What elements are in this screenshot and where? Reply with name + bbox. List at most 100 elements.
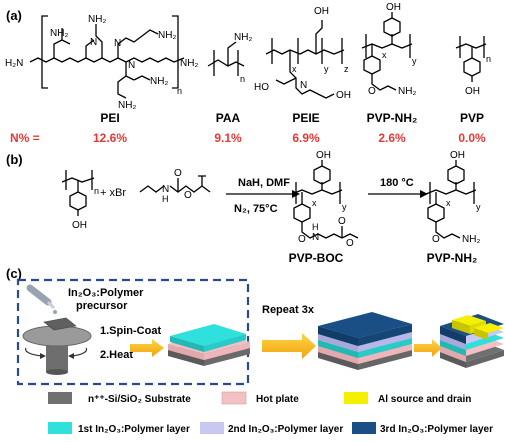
spin-coater bbox=[22, 317, 92, 375]
legend-label: Hot plate bbox=[256, 394, 299, 405]
legend-label: 3rd In₂O₃:Polymer layer bbox=[380, 424, 493, 435]
svg-text:NH₂: NH₂ bbox=[158, 30, 176, 41]
svg-text:NH₂: NH₂ bbox=[180, 58, 198, 69]
svg-text:N: N bbox=[312, 232, 319, 243]
stack-2 bbox=[318, 312, 412, 370]
arrow-icon bbox=[130, 339, 164, 357]
svg-text:z: z bbox=[344, 64, 349, 74]
svg-text:N: N bbox=[90, 37, 97, 48]
svg-text:NH₂: NH₂ bbox=[118, 100, 136, 111]
product-2-name: PVP-NH₂ bbox=[427, 251, 478, 265]
pei-labels: H₂N NH₂ NH₂ N N NH₂ N NH₂ NH₂ NH₂ n bbox=[5, 14, 198, 111]
legend: n⁺⁺-Si/SiO₂ Substrate Hot plate Al sourc… bbox=[48, 391, 493, 435]
svg-text:OH: OH bbox=[386, 2, 401, 13]
precursor-label: precursor bbox=[76, 300, 128, 312]
svg-text:n: n bbox=[240, 74, 245, 84]
svg-text:y: y bbox=[412, 56, 417, 66]
legend-swatch bbox=[48, 422, 72, 434]
step-1: 1.Spin-Coat bbox=[100, 325, 161, 337]
condition-2: N₂, 75°C bbox=[234, 203, 278, 215]
n-percent-value: 2.6% bbox=[378, 131, 406, 145]
svg-text:OH: OH bbox=[72, 220, 87, 231]
svg-text:NH₂: NH₂ bbox=[50, 28, 68, 39]
svg-text:NH₂: NH₂ bbox=[234, 32, 252, 43]
pvp-nh2-product-structure bbox=[425, 160, 477, 239]
svg-text:OH: OH bbox=[336, 90, 351, 101]
stack-3 bbox=[440, 314, 504, 368]
polymer-name: PVP-NH₂ bbox=[367, 111, 418, 125]
pvp-boc-structure bbox=[291, 160, 359, 239]
polymer-name: PEI bbox=[100, 111, 119, 125]
boc-reagent-structure bbox=[139, 175, 211, 193]
pvp-structure bbox=[455, 36, 487, 82]
condition-1: NaH, DMF bbox=[238, 177, 290, 189]
legend-label: Al source and drain bbox=[378, 394, 471, 405]
svg-text:O: O bbox=[368, 86, 376, 97]
svg-text:H: H bbox=[312, 222, 319, 232]
svg-text:OH: OH bbox=[316, 150, 331, 161]
svg-text:x: x bbox=[382, 50, 387, 60]
n-percent-value: 0.0% bbox=[458, 131, 486, 145]
process-box bbox=[16, 278, 250, 386]
legend-swatch bbox=[200, 422, 224, 434]
panel-c: (c) In₂O₃:Polymer precursor 1.Spin-Coat … bbox=[6, 266, 504, 386]
stack-1 bbox=[168, 324, 250, 366]
svg-text:N: N bbox=[128, 60, 135, 71]
n-percent-value: 6.9% bbox=[292, 131, 320, 145]
n-percent-label: N% = bbox=[10, 131, 40, 145]
svg-text:O: O bbox=[346, 238, 354, 249]
legend-swatch bbox=[48, 392, 72, 404]
svg-text:N: N bbox=[300, 80, 307, 91]
repeat-label: Repeat 3x bbox=[262, 304, 315, 316]
svg-text:x: x bbox=[292, 64, 297, 74]
panel-b: (b) n OH + xBr H N O O NaH, DMF N₂, 75°C bbox=[6, 150, 481, 265]
svg-text:NH₂: NH₂ bbox=[88, 14, 106, 25]
panel-c-label: (c) bbox=[6, 266, 22, 281]
legend-label: 1st In₂O₃:Polymer layer bbox=[78, 424, 190, 435]
svg-text:O: O bbox=[184, 190, 192, 201]
svg-text:NH₂: NH₂ bbox=[398, 86, 416, 97]
svg-text:n: n bbox=[177, 86, 182, 96]
pei-structure bbox=[29, 15, 185, 99]
svg-text:y: y bbox=[324, 64, 329, 74]
panel-b-label: (b) bbox=[6, 152, 23, 167]
svg-text:x: x bbox=[446, 198, 451, 208]
svg-text:y: y bbox=[342, 202, 347, 212]
legend-swatch bbox=[221, 391, 247, 405]
pvp-monomer-structure bbox=[61, 170, 95, 216]
panel-a: (a) H₂N NH₂ NH₂ N N NH₂ N NH₂ NH₂ N bbox=[5, 2, 491, 145]
arrow-icon bbox=[414, 339, 442, 357]
n-percent-value: 12.6% bbox=[93, 131, 127, 145]
svg-text:x: x bbox=[312, 198, 317, 208]
svg-text:OH: OH bbox=[465, 86, 480, 97]
step-2: 2.Heat bbox=[100, 349, 133, 361]
legend-swatch bbox=[352, 422, 376, 434]
n-percent-value: 9.1% bbox=[214, 131, 242, 145]
svg-text:y: y bbox=[476, 202, 481, 212]
legend-label: 2nd In₂O₃:Polymer layer bbox=[228, 424, 343, 435]
svg-text:H₂N: H₂N bbox=[5, 58, 23, 69]
legend-label: n⁺⁺-Si/SiO₂ Substrate bbox=[88, 394, 191, 405]
svg-text:n: n bbox=[94, 186, 99, 196]
product-1-name: PVP-BOC bbox=[289, 251, 344, 265]
polymer-name: PEIE bbox=[292, 111, 319, 125]
polymer-name: PVP bbox=[460, 111, 484, 125]
arrow-icon bbox=[262, 333, 316, 359]
dropper-icon bbox=[26, 284, 57, 314]
panel-a-label: (a) bbox=[6, 8, 22, 23]
peie-structure bbox=[265, 20, 345, 99]
pvpnh2-structure bbox=[361, 12, 413, 91]
legend-swatch bbox=[344, 392, 368, 404]
svg-text:OH: OH bbox=[450, 150, 465, 161]
svg-text:NH₂: NH₂ bbox=[462, 234, 480, 245]
svg-text:NH₂: NH₂ bbox=[150, 76, 168, 87]
svg-text:n: n bbox=[486, 54, 491, 64]
svg-text:OH: OH bbox=[314, 6, 329, 17]
svg-text:N: N bbox=[114, 38, 121, 49]
svg-text:O: O bbox=[298, 234, 306, 245]
reagent-text: + xBr bbox=[100, 187, 126, 199]
svg-text:H: H bbox=[162, 194, 169, 204]
condition-3: 180 °C bbox=[380, 177, 414, 189]
paa-structure bbox=[207, 41, 245, 76]
